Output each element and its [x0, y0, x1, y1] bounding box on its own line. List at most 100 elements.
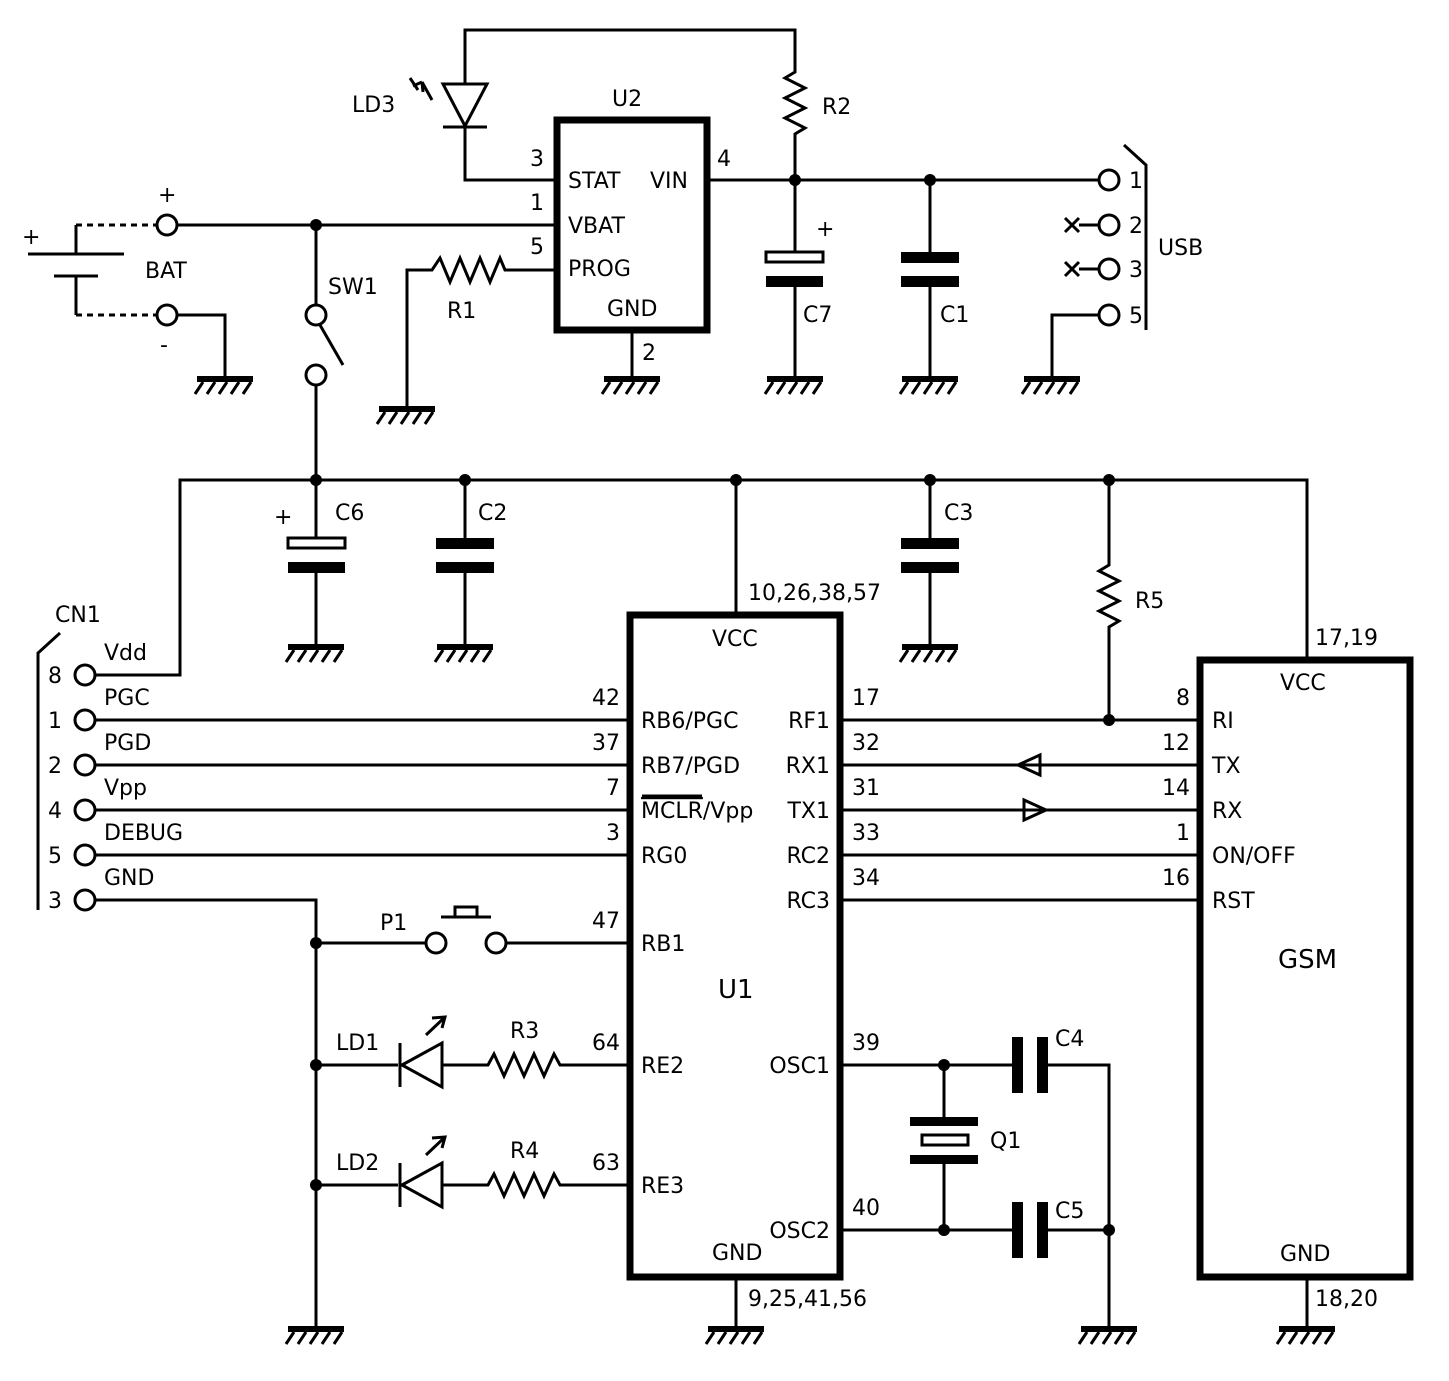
u1-pin-num: 63 — [592, 1151, 620, 1176]
u2-pin-vbat: VBAT — [568, 214, 625, 239]
r2-label: R2 — [822, 95, 851, 120]
cn1-pin-name: PGC — [104, 686, 150, 711]
c3-label: C3 — [944, 501, 973, 526]
bat-label: BAT — [145, 259, 187, 284]
led-arrow-icon — [408, 77, 434, 101]
r2-resistor-icon — [781, 64, 809, 180]
cn1-connector: CN1 8 1 2 4 5 3 Vdd PGC PGD Vpp DEBUG GN… — [36, 603, 630, 1346]
bat-minus: - — [160, 333, 168, 358]
r1-resistor-icon — [405, 254, 557, 380]
c7-capacitor-plate — [764, 250, 825, 264]
u2-label: U2 — [612, 87, 642, 112]
cn1-pin-num: 5 — [48, 844, 62, 869]
ld3-label: LD3 — [352, 93, 395, 118]
u2-num-2: 2 — [642, 341, 656, 366]
no-connect-icon — [1063, 216, 1099, 234]
cn1-label: CN1 — [55, 603, 101, 628]
cn1-pin-num: 4 — [48, 799, 62, 824]
cn1-pin-name: Vdd — [104, 641, 147, 666]
u1-pin-num: 7 — [606, 776, 620, 801]
cn1-connector-bracket — [36, 631, 62, 910]
c4-capacitor-plate — [1012, 1037, 1023, 1093]
cn1-pin-name: DEBUG — [104, 821, 183, 846]
p1-contact — [424, 931, 448, 955]
p1-label: P1 — [380, 911, 407, 936]
gsm-pin-rst: RST — [1212, 889, 1255, 914]
usb-connector-bracket — [1122, 143, 1148, 330]
u1-gnd: GND — [712, 1241, 762, 1266]
u1-pin-re2: RE2 — [641, 1054, 684, 1079]
r5-resistor-icon — [1095, 480, 1123, 720]
ld3-diode-icon — [440, 82, 490, 130]
gsm-pin-ri: RI — [1212, 709, 1234, 734]
gsm-gnd-nums: 18,20 — [1315, 1287, 1378, 1312]
sw1-contact — [304, 363, 328, 387]
sw1-contact — [304, 303, 328, 327]
usb-label: USB — [1158, 236, 1203, 261]
u1-pin-num: 64 — [592, 1031, 620, 1056]
u1-pin-num: 47 — [592, 909, 620, 934]
cn1-pin — [73, 663, 97, 687]
u1-pin-osc2: OSC2 — [769, 1219, 830, 1244]
ld1-label: LD1 — [336, 1031, 379, 1056]
p1-contact — [484, 931, 508, 955]
gsm-label: GSM — [1278, 945, 1337, 975]
cn1-pin-num: 1 — [48, 709, 62, 734]
cn1-pin — [73, 708, 97, 732]
sw1-lever — [318, 324, 345, 366]
cn1-pin — [73, 888, 97, 912]
ld2-label: LD2 — [336, 1151, 379, 1176]
u1-pin-rb7: RB7/PGD — [641, 754, 740, 779]
c2-label: C2 — [478, 501, 507, 526]
cn1-pin-name: GND — [104, 866, 154, 891]
u2-num-5: 5 — [530, 235, 544, 260]
ld1-diode-icon — [398, 1040, 444, 1090]
u2-num-1: 1 — [530, 191, 544, 216]
cn1-pin-num: 2 — [48, 754, 62, 779]
cn1-pin — [73, 753, 97, 777]
gsm-pin-num: 8 — [1176, 686, 1190, 711]
u1-pin-num: 39 — [852, 1031, 880, 1056]
arrow-left-icon — [1014, 752, 1042, 778]
u1-pin-num: 31 — [852, 776, 880, 801]
u1-pin-num: 3 — [606, 821, 620, 846]
c5-label: C5 — [1055, 1199, 1084, 1224]
c7-label: C7 — [803, 303, 832, 328]
u1-pin-mclr: MCLR/Vpp — [641, 799, 753, 824]
led-arrow-icon — [424, 1015, 448, 1037]
bat-terminal-minus — [155, 303, 179, 327]
u1-pin-rx1: RX1 — [786, 754, 830, 779]
gsm-pin-num: 1 — [1176, 821, 1190, 846]
u2-num-3: 3 — [530, 147, 544, 172]
gsm-pin-num: 14 — [1162, 776, 1190, 801]
no-connect-icon — [1063, 260, 1099, 278]
u1-pin-num: 42 — [592, 686, 620, 711]
gsm-vcc: VCC — [1280, 671, 1326, 696]
arrow-right-icon — [1022, 797, 1050, 823]
u1-pin-num: 40 — [852, 1196, 880, 1221]
r1-label: R1 — [447, 299, 476, 324]
usb-pin-2 — [1097, 213, 1121, 237]
gsm-pin-tx: TX — [1211, 754, 1241, 779]
bat-terminal-plus — [155, 213, 179, 237]
usb-pin-3 — [1097, 257, 1121, 281]
c5-capacitor-plate — [1012, 1202, 1023, 1258]
u1-pin-rc2: RC2 — [786, 844, 830, 869]
r4-label: R4 — [510, 1139, 539, 1164]
u1-gnd-nums: 9,25,41,56 — [748, 1287, 867, 1312]
u2-num-4: 4 — [717, 147, 731, 172]
ld3-stat-wire — [463, 128, 557, 182]
u1-pin-tx1: TX1 — [786, 799, 830, 824]
c6-label: C6 — [335, 501, 364, 526]
u1-pin-num: 17 — [852, 686, 880, 711]
gsm-pin-num: 12 — [1162, 731, 1190, 756]
gsm-pin-num: 16 — [1162, 866, 1190, 891]
charger-section: U2 STAT VIN VBAT PROG GND 3 1 5 4 2 LD3 … — [22, 28, 1203, 480]
c7-plus: + — [816, 217, 834, 242]
usb-pin-1 — [1097, 168, 1121, 192]
cn1-pin — [73, 843, 97, 867]
battery-plus: + — [22, 225, 40, 250]
crystal-icon — [920, 1133, 970, 1147]
cn1-pin-name: PGD — [104, 731, 151, 756]
